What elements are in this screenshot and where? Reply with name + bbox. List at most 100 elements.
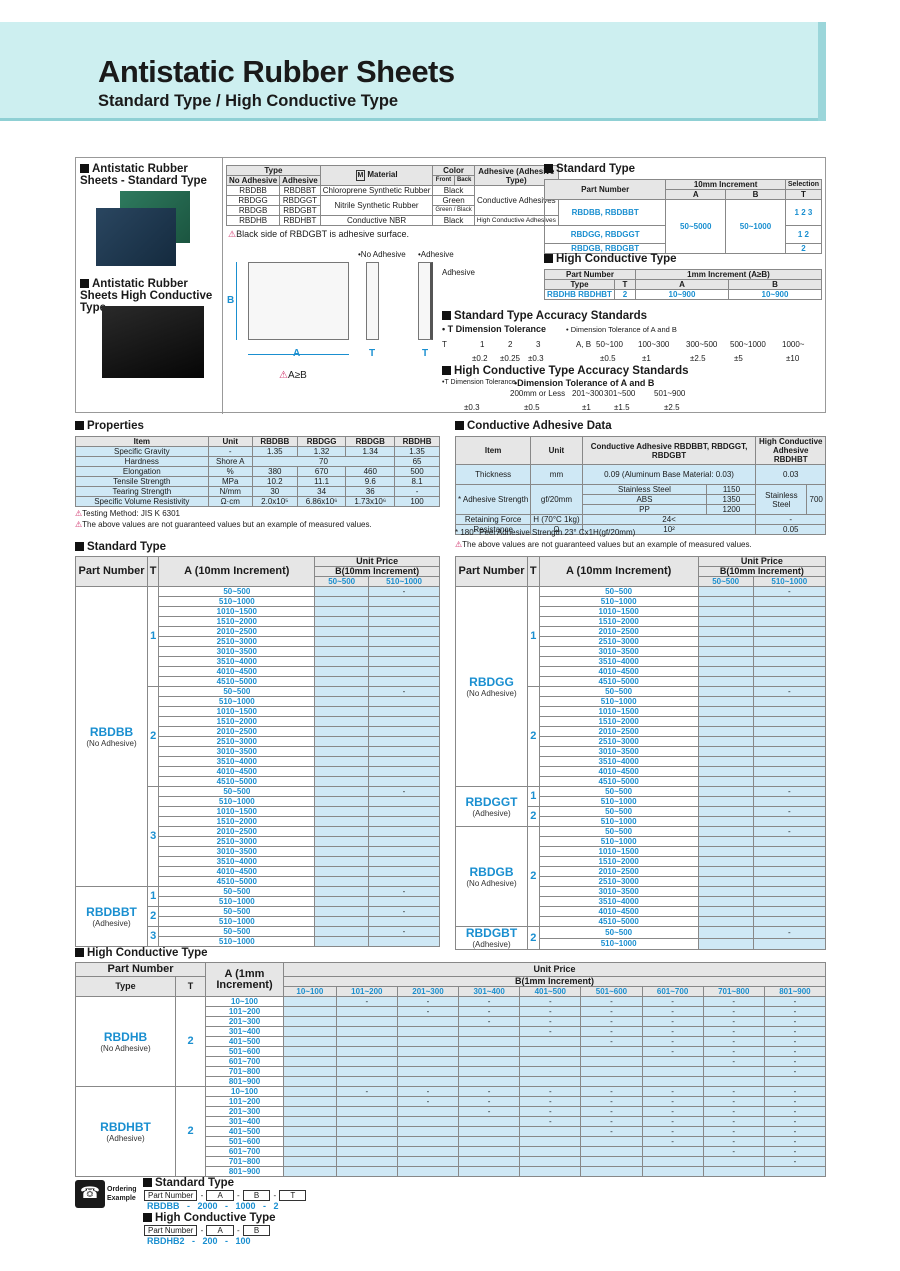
a-cell: 2510~3000 (158, 736, 316, 747)
price-cell (752, 866, 827, 877)
price-cell: - (763, 1146, 827, 1157)
price-cell (752, 716, 827, 727)
price-cell: - (702, 1016, 765, 1027)
price-cell: - (519, 1006, 582, 1017)
part-number: RBDGG(No Adhesive) (455, 586, 528, 787)
price-cell: - (763, 1016, 827, 1027)
a-cell: 4010~4500 (538, 766, 699, 777)
th-a: A (10mm Increment) (538, 556, 699, 587)
price-cell: - (641, 1106, 704, 1117)
price-cell (697, 626, 754, 637)
column-header: RBDGB (345, 436, 396, 447)
a-cell: 801~900 (205, 1166, 284, 1177)
table-row: 701~800- (76, 1156, 827, 1167)
price-cell: - (763, 1006, 827, 1017)
price-cell: - (368, 786, 440, 797)
price-cell (519, 1156, 582, 1167)
a-cell: 4010~4500 (158, 766, 316, 777)
price-cell (396, 1016, 460, 1027)
a-cell: 2010~2500 (158, 826, 316, 837)
price-cell (752, 626, 827, 637)
th-type: Type (75, 976, 176, 997)
price-cell: - (641, 1096, 704, 1107)
price-cell (314, 866, 370, 877)
price-cell (368, 866, 440, 877)
blue-sheet-image (96, 208, 176, 266)
price-cell (697, 666, 754, 677)
a-cell: 301~400 (205, 1026, 284, 1037)
a-cell: 1510~2000 (158, 816, 316, 827)
table-row: 2010~2500 (76, 826, 440, 837)
price-cell (335, 1126, 398, 1137)
price-cell: - (763, 1156, 827, 1167)
table-row: 510~1000 (456, 836, 827, 847)
price-cell: - (641, 1126, 704, 1137)
header-band (0, 22, 826, 121)
price-cell (314, 816, 370, 827)
price-cell: - (519, 1016, 582, 1027)
price-cell (697, 806, 754, 817)
a-cell: 501~600 (205, 1136, 284, 1147)
price-cell (396, 1146, 460, 1157)
a-cell: 510~1000 (538, 596, 699, 607)
price-cell: - (580, 1086, 643, 1097)
a-cell: 601~700 (205, 1056, 284, 1067)
t-cell: 1 (527, 786, 540, 807)
a-cell: 1010~1500 (158, 606, 316, 617)
dim-t1: T (369, 348, 376, 359)
price-cell: - (458, 1016, 521, 1027)
price-cell (752, 646, 827, 657)
price-cell (697, 596, 754, 607)
price-cell (314, 856, 370, 867)
th-b: B(10mm Increment) (697, 566, 827, 577)
price-cell (283, 1156, 337, 1167)
price-cell (458, 1136, 521, 1147)
price-cell: - (641, 1116, 704, 1127)
price-cell: - (763, 1036, 827, 1047)
a-cell: 510~1000 (538, 696, 699, 707)
price-cell: - (763, 1126, 827, 1137)
price-cell (519, 1136, 582, 1147)
price-cell (697, 826, 754, 837)
price-cell (580, 1076, 643, 1087)
a-cell: 1010~1500 (158, 806, 316, 817)
price-cell (697, 816, 754, 827)
price-cell: - (763, 1026, 827, 1037)
price-cell: - (763, 1056, 827, 1067)
a-cell: 3010~3500 (158, 846, 316, 857)
price-cell (314, 606, 370, 617)
a-cell: 3510~4000 (538, 896, 699, 907)
price-cell: - (368, 926, 440, 937)
a-cell: 4010~4500 (538, 906, 699, 917)
price-cell (283, 1136, 337, 1147)
th-t: T (146, 556, 160, 587)
dim-line-b (236, 262, 237, 340)
price-cell (335, 1106, 398, 1117)
table-row: 301~400----- (76, 1026, 827, 1037)
price-cell: - (519, 1116, 582, 1127)
price-cell (702, 1076, 765, 1087)
price-cell (314, 676, 370, 687)
table-row: 301~400----- (76, 1116, 827, 1127)
price-cell (368, 936, 440, 947)
price-cell (697, 656, 754, 667)
th-b-range: 101~200 (335, 986, 398, 997)
th-type: Type (226, 165, 321, 176)
price-cell: - (702, 1006, 765, 1017)
price-cell (752, 876, 827, 887)
column-header: Unit (207, 436, 253, 447)
a-cell: 101~200 (205, 1096, 284, 1107)
table-row: 601~700-- (76, 1146, 827, 1157)
price-cell (335, 1036, 398, 1047)
a-cell: 50~500 (158, 586, 316, 597)
price-cell (641, 1066, 704, 1077)
part-number: RBDHB(No Adhesive) (75, 996, 176, 1087)
th-part: Part Number (455, 556, 528, 587)
price-cell (697, 846, 754, 857)
t-cell: 3 (146, 786, 160, 887)
a-cell: 401~500 (205, 1036, 284, 1047)
a-cell: 2510~3000 (158, 636, 316, 647)
price-cell (283, 1016, 337, 1027)
